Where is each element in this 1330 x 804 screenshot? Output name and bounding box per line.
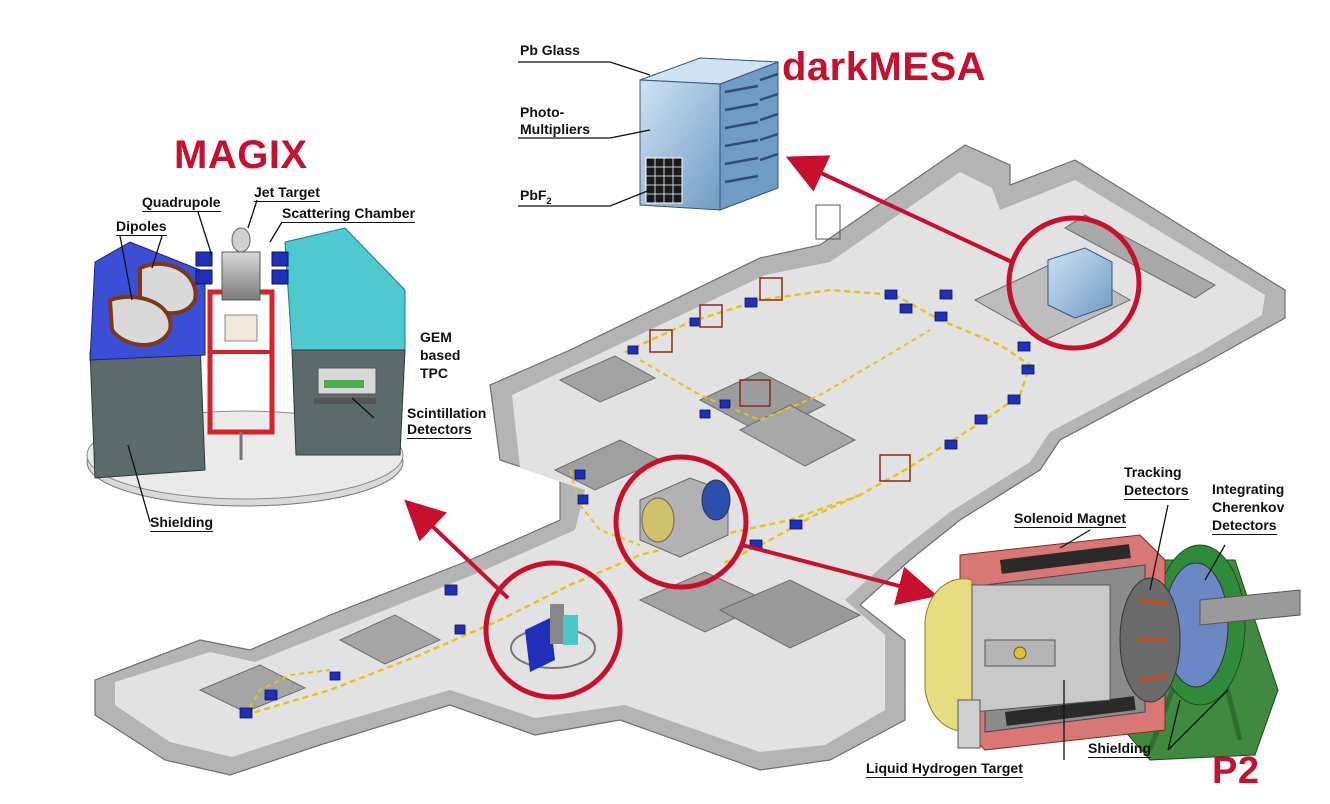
magix-scintillation-plate xyxy=(314,398,376,404)
label-magix-shielding: Shielding xyxy=(150,514,213,532)
interior-wall-block xyxy=(718,579,862,649)
accelerator-beamline xyxy=(239,204,1113,719)
magix-leader-lines xyxy=(119,199,375,523)
label-scintillation-line2: Detectors xyxy=(407,421,472,439)
label-scattering-chamber: Scattering Chamber xyxy=(282,205,416,223)
label-jet-target: Jet Target xyxy=(254,184,320,202)
darkmesa-detector-inset xyxy=(518,57,779,211)
label-integrating-line3: Detectors xyxy=(1212,517,1277,535)
interior-wall-block xyxy=(738,404,857,467)
label-photo-line1: Photo- xyxy=(520,104,565,120)
beamline-loop-upper xyxy=(624,288,1032,567)
magix-quadrupoles xyxy=(195,251,289,285)
darkmesa-floor-detector xyxy=(1047,247,1113,319)
p2-coil-bottom xyxy=(1005,696,1136,726)
label-gem-line1: GEM xyxy=(420,329,452,345)
interior-wall-block xyxy=(198,664,307,713)
facility-floor xyxy=(115,172,1265,757)
label-pbf2-main: PbF xyxy=(520,187,547,203)
label-tracking-line1: Tracking xyxy=(1124,464,1182,480)
arrow-to-darkmesa xyxy=(785,155,1013,264)
interior-wall-block xyxy=(338,614,442,665)
magix-spectrometer-right xyxy=(284,227,406,351)
magix-scattering-chamber xyxy=(221,251,261,301)
magix-highlight-circle xyxy=(483,560,623,700)
label-lh2-target: Liquid Hydrogen Target xyxy=(866,760,1023,778)
label-integrating-line2: Cherenkov xyxy=(1212,499,1285,515)
label-scintillation-line1: Scintillation xyxy=(407,405,487,421)
magix-inset xyxy=(86,199,406,523)
beamline-main xyxy=(244,493,861,717)
magix-shielding-left xyxy=(89,341,206,479)
magix-floor-instrument xyxy=(510,604,596,672)
label-pb-glass: Pb Glass xyxy=(520,42,580,58)
p2-coil-top xyxy=(1000,544,1131,574)
label-gem-line2: based xyxy=(420,347,461,363)
arrow-to-p2 xyxy=(741,543,938,606)
darkmesa-title: darkMESA xyxy=(782,45,987,89)
label-photo-line2: Multipliers xyxy=(520,121,591,137)
beamline-magnets xyxy=(239,289,1035,719)
magix-title: MAGIX xyxy=(174,133,308,177)
label-quadrupole: Quadrupole xyxy=(142,194,221,212)
beamline-frame-box xyxy=(815,204,841,240)
beamline-recirculation xyxy=(569,469,641,546)
label-p2-shielding: Shielding xyxy=(1088,740,1151,758)
darkmesa-pbf2-grid xyxy=(646,158,682,203)
label-dipoles: Dipoles xyxy=(116,218,167,236)
label-pbf2-subscript: 2 xyxy=(546,195,552,206)
p2-title: P2 xyxy=(1212,750,1260,792)
label-tracking-line2: Detectors xyxy=(1124,482,1189,500)
interior-wall-block xyxy=(558,355,657,403)
label-gem-line3: TPC xyxy=(420,365,448,381)
p2-inset xyxy=(924,504,1301,761)
p2-highlight-circle xyxy=(613,454,749,590)
darkmesa-pmt-rods xyxy=(724,72,779,184)
arrow-to-magix xyxy=(404,499,510,600)
beamline-left-arc xyxy=(244,669,331,716)
label-pbf2: PbF2 xyxy=(520,187,551,209)
magix-dipole-coil-2 xyxy=(107,294,173,347)
callout-arrows xyxy=(404,155,1013,606)
p2-floor-detector xyxy=(639,477,731,558)
p2-leader-lines xyxy=(1059,504,1229,760)
beamline-frames xyxy=(649,277,911,482)
darkmesa-leader-lines xyxy=(518,61,651,207)
darkmesa-highlight-circle xyxy=(1006,215,1142,351)
p2-beampipe xyxy=(1199,589,1301,626)
interior-wall-block xyxy=(1064,214,1216,299)
highlight-circles xyxy=(483,215,1142,700)
label-integrating-line1: Integrating xyxy=(1212,481,1285,497)
beamline-loop-inner xyxy=(639,329,931,422)
label-solenoid-magnet: Solenoid Magnet xyxy=(1014,510,1126,528)
